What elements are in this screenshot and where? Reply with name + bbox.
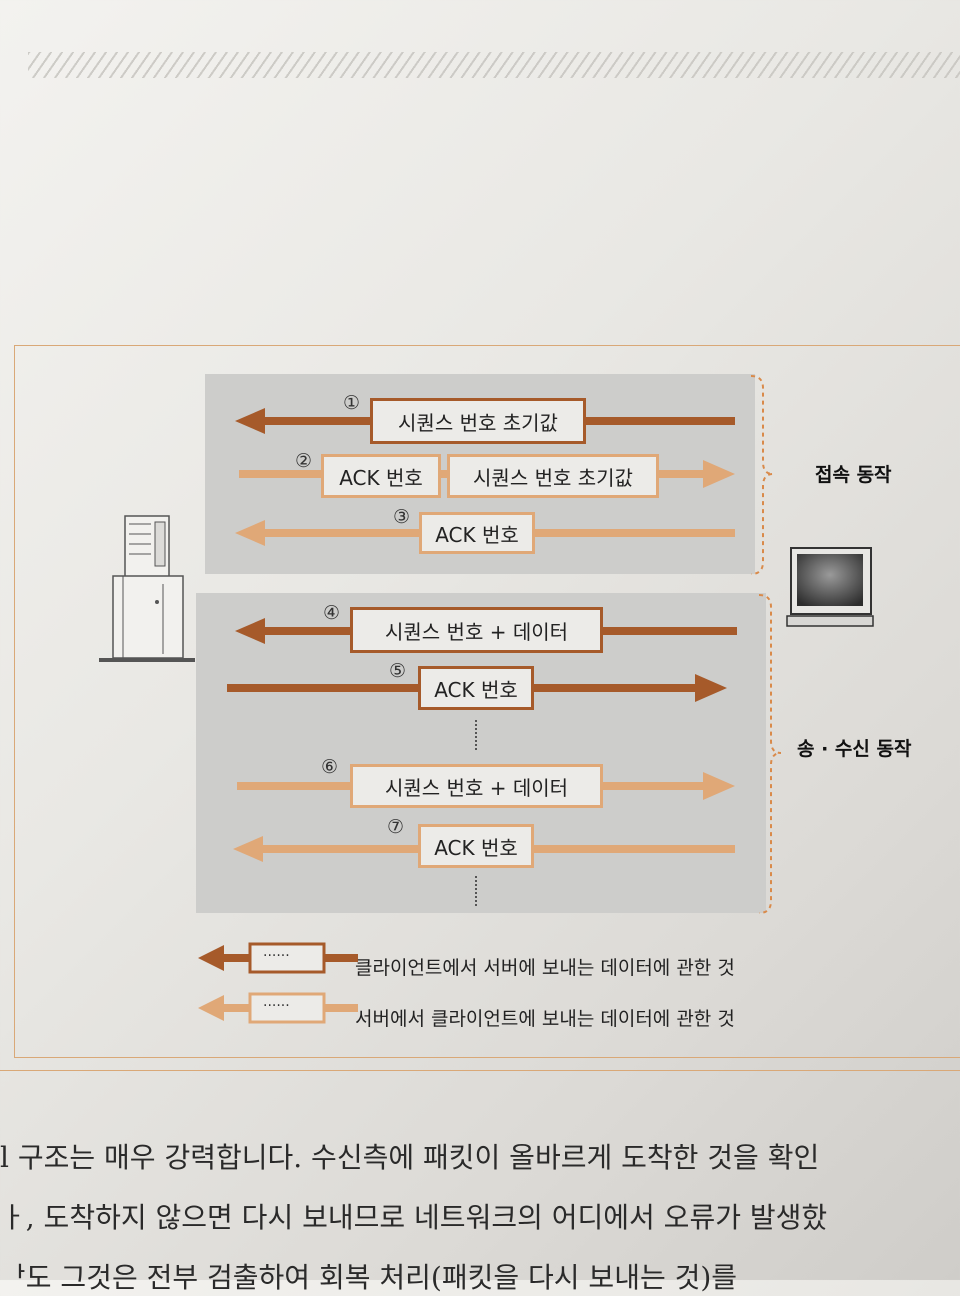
- message-1-label: 시퀀스 번호 초기값: [398, 410, 558, 435]
- continuation-dots-1: [475, 720, 477, 750]
- header-hatch: [28, 52, 960, 78]
- message-6-box: 시퀀스 번호 + 데이터: [350, 764, 603, 808]
- figure-frame: 시퀀스 번호 초기값 ACK 번호 시퀀스 번호 초기값 ACK 번호 시퀀스 …: [14, 345, 960, 1058]
- message-4-box: 시퀀스 번호 + 데이터: [350, 607, 603, 653]
- body-text-line-1: l 구조는 매우 강력합니다. 수신측에 패킷이 올바르게 도착한 것을 확인: [0, 1141, 820, 1174]
- transfer-phase-label: 송 · 수신 동작: [797, 738, 912, 760]
- message-2-seq-box: 시퀀스 번호 초기값: [447, 454, 659, 498]
- message-7-box: ACK 번호: [418, 824, 534, 868]
- transfer-brace: [758, 594, 782, 914]
- message-4-label: 시퀀스 번호 + 데이터: [384, 619, 569, 644]
- message-3-label: ACK 번호: [435, 522, 519, 547]
- continuation-dots-2: [475, 876, 477, 906]
- message-7-number: ⑦: [387, 816, 405, 838]
- connect-phase-label: 접속 동작: [815, 464, 892, 486]
- legend-dark-box-dots: ......: [263, 944, 290, 960]
- message-1-box: 시퀀스 번호 초기값: [370, 398, 586, 444]
- message-7-label: ACK 번호: [434, 835, 518, 860]
- message-5-label: ACK 번호: [434, 677, 518, 702]
- message-1-number: ①: [343, 392, 361, 414]
- message-6-number: ⑥: [321, 756, 339, 778]
- legend-light-arrow: [198, 992, 358, 1024]
- legend-light-text: 서버에서 클라이언트에 보내는 데이터에 관한 것: [355, 1008, 735, 1030]
- message-5-number: ⑤: [389, 660, 407, 682]
- message-4-number: ④: [323, 602, 341, 624]
- message-2-ack-box: ACK 번호: [321, 454, 441, 498]
- monitor-icon: [785, 546, 875, 630]
- message-6-label: 시퀀스 번호 + 데이터: [384, 775, 569, 800]
- legend-light-box-dots: ......: [263, 994, 290, 1010]
- message-3-box: ACK 번호: [419, 512, 535, 554]
- body-text-line-3: ᅡ도 그것은 전부 검출하여 회복 처리(패킷을 다시 보내는 것)를: [0, 1261, 738, 1294]
- message-5-box: ACK 번호: [418, 666, 534, 710]
- message-3-number: ③: [393, 506, 411, 528]
- connect-brace: [750, 375, 774, 575]
- message-2-number: ②: [295, 450, 313, 472]
- message-2-ack-label: ACK 번호: [339, 465, 423, 490]
- legend-dark-text: 클라이언트에서 서버에 보내는 데이터에 관한 것: [355, 957, 735, 979]
- message-2-seq-label: 시퀀스 번호 초기값: [473, 465, 633, 490]
- body-text-line-2: ㅏ, 도착하지 않으면 다시 보내므로 네트워크의 어디에서 오류가 발생핬: [0, 1201, 828, 1234]
- legend-dark-arrow: [198, 942, 358, 974]
- figure-separator: [0, 1070, 960, 1071]
- server-icon: [99, 514, 195, 664]
